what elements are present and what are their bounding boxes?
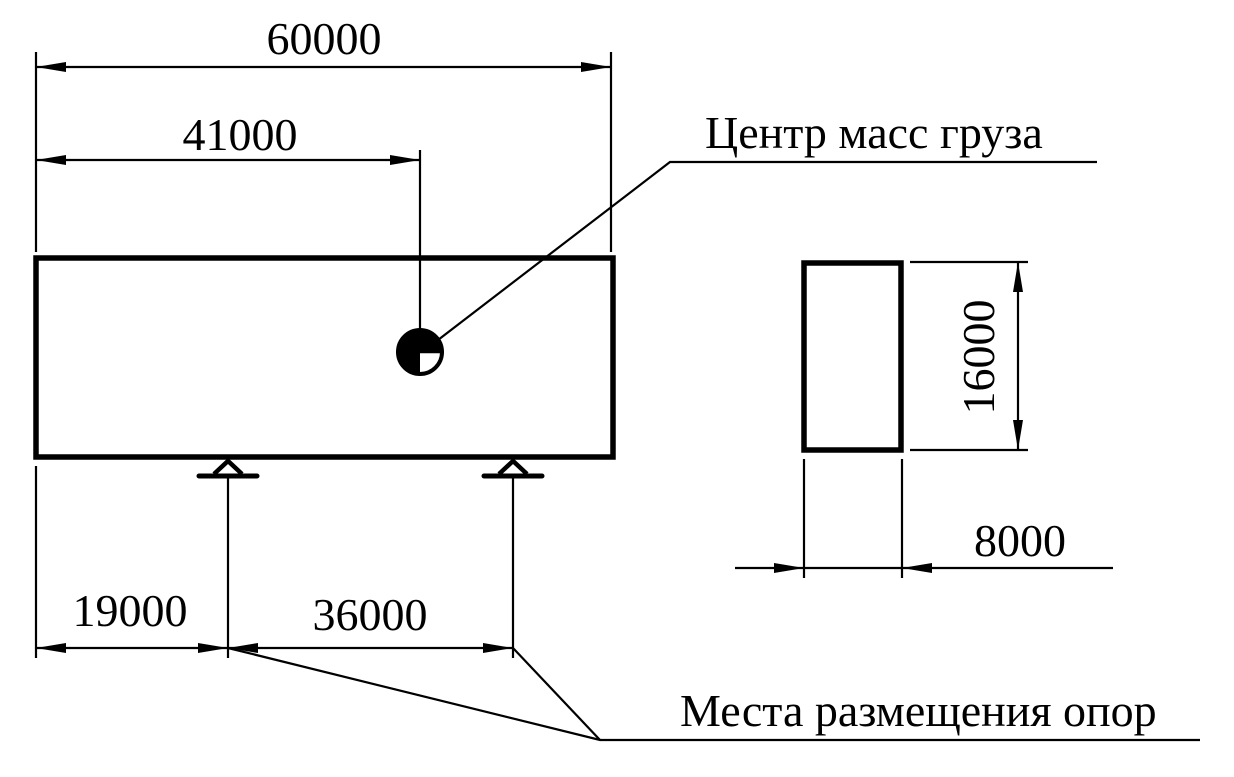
support-icon — [196, 457, 260, 479]
center-of-mass-icon — [396, 328, 444, 376]
support-locations-callout: Места размещения опор — [227, 646, 1200, 742]
dimension-center-of-mass: 41000 — [36, 109, 422, 352]
dimension-width: 8000 — [735, 459, 1113, 578]
center-of-mass-callout: Центр масс груза — [437, 107, 1097, 341]
support-icon — [481, 457, 545, 479]
dimension-center-of-mass-label: 41000 — [183, 109, 298, 160]
dimension-height: 16000 — [910, 260, 1028, 452]
center-of-mass-label: Центр масс груза — [705, 107, 1043, 158]
dimension-overall-length-label: 60000 — [267, 13, 382, 64]
dimension-first-support-label: 19000 — [73, 585, 188, 636]
cargo-side-view — [33, 255, 616, 460]
dimension-width-label: 8000 — [974, 515, 1066, 566]
dimension-support-spacing-label: 36000 — [313, 589, 428, 640]
support-locations-label: Места размещения опор — [680, 685, 1157, 736]
dimension-height-label: 16000 — [953, 300, 1004, 415]
cargo-end-view — [801, 260, 904, 453]
dimension-support-offsets: 19000 36000 — [34, 466, 515, 658]
dimension-overall-length: 60000 — [34, 13, 613, 252]
